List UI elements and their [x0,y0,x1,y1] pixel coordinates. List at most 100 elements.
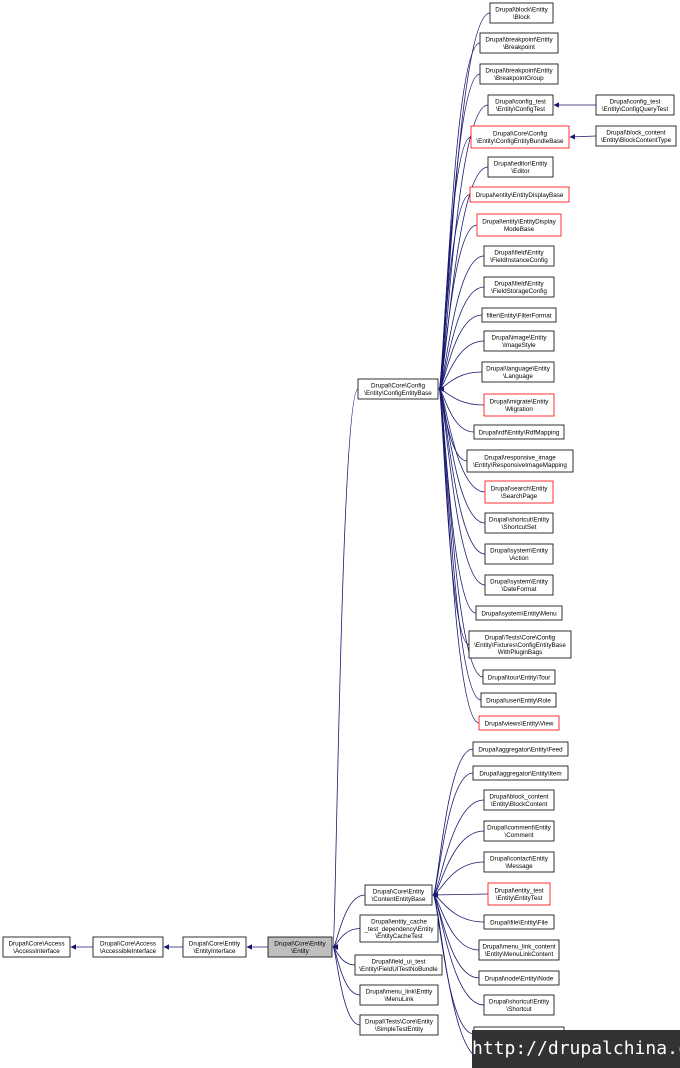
node-label: \Action [509,555,529,562]
class-node-n_item[interactable]: Drupal\aggregator\Entity\Item [472,765,569,781]
class-node-n_message[interactable]: Drupal\contact\Entity\Message [483,851,555,873]
node-box [2,936,71,958]
node-label: Drupal\responsive_image [484,455,556,462]
edge-n_blockcontent-to-contentbase [432,799,485,898]
node-box [359,984,439,1006]
node-box [478,970,560,986]
node-label: WithPluginBags [498,649,542,656]
node-label: Drupal\field\Entity [494,281,544,288]
class-node-n_file[interactable]: Drupal\file\Entity\File [483,914,555,930]
node-box [469,186,570,203]
class-node-c_tour[interactable]: Drupal\tour\Entity\Tour [482,669,556,685]
class-node-c_view[interactable]: Drupal\views\Entity\View [478,715,560,731]
edge-c_editor-to-configbase [438,166,489,392]
class-node-c_editor[interactable]: Drupal\editor\Entity\Editor [487,156,554,178]
node-label: \Entity\FieldUITestNoBundle [359,966,438,973]
class-node-entityiface[interactable]: Drupal\Core\Entity\EntityInterface [182,936,247,958]
node-box [483,851,555,873]
class-node-c_pluginbags[interactable]: Drupal\Tests\Core\Config\Entity\Fixtures… [468,630,572,659]
edge-configbase-to-entity [332,388,359,949]
node-label: \Breakpoint [503,44,535,51]
class-node-c_querytest[interactable]: Drupal\config_test\Entity\ConfigQueryTes… [595,94,675,116]
node-label: \ShortcutSet [502,524,537,531]
class-node-c_migration[interactable]: Drupal\migrate\Entity\Migration [483,393,555,417]
node-label: Drupal\aggregator\Entity\Item [479,770,561,777]
edge-n_shortcut-to-contentbase [432,892,485,1006]
class-node-n_feed[interactable]: Drupal\aggregator\Entity\Feed [472,741,569,757]
class-node-c_action[interactable]: Drupal\system\Entity\Action [484,543,554,565]
node-label: Drupal\config_test [610,99,661,106]
class-node-menulink[interactable]: Drupal\menu_link\Entity\MenuLink [359,984,439,1006]
node-label: \BreakpointGroup [494,75,544,82]
node-label: Drupal\rdf\Entity\RdfMapping [479,429,560,436]
class-node-n_menulinkcontent[interactable]: Drupal\menu_link_content\Entity\MenuLink… [478,939,560,961]
node-label: Drupal\Tests\Core\Entity [365,1019,434,1026]
node-box [478,939,560,961]
node-label: Drupal\shortcut\Entity [489,517,550,524]
node-label: Drupal\entity\EntityDisplay [482,219,556,226]
class-node-c_bpgroup[interactable]: Drupal\breakpoint\Entity\BreakpointGroup [479,63,559,85]
node-label: Drupal\shortcut\Entity [489,999,550,1006]
edge-n_message-to-contentbase [432,861,485,898]
node-label: Drupal\field_ui_test [372,959,426,966]
class-node-configbase[interactable]: Drupal\Core\Config\Entity\ConfigEntityBa… [357,378,439,400]
node-box [479,63,559,85]
node-label: \Entity\MenuLinkContent [485,951,554,958]
node-box [472,741,569,757]
class-node-n_comment[interactable]: Drupal\comment\Entity\Comment [483,820,555,842]
class-node-c_filterformat[interactable]: filter\Entity\FilterFormat [481,307,557,323]
node-box [481,307,557,323]
class-node-c_displaybase[interactable]: Drupal\entity\EntityDisplayBase [469,186,570,203]
node-box [483,820,555,842]
edge-c_view-to-configbase [438,386,480,724]
class-node-simpletest[interactable]: Drupal\Tests\Core\Entity\SimpleTestEntit… [359,1014,439,1036]
class-node-n_blockcontent[interactable]: Drupal\block_content\Entity\BlockContent [483,789,555,811]
node-label: Drupal\views\Entity\View [485,720,554,727]
class-node-c_respimage[interactable]: Drupal\responsive_image\Entity\Responsiv… [466,449,574,473]
class-node-c_language[interactable]: Drupal\language\Entity\Language [481,361,555,383]
class-node-c_fieldinstance[interactable]: Drupal\field\Entity\FieldInstanceConfig [483,245,555,267]
class-node-testnobundle[interactable]: Drupal\field_ui_test\Entity\FieldUITestN… [354,954,443,976]
node-box [483,914,555,930]
node-box [487,882,551,906]
node-box [472,765,569,781]
class-node-c_bundlebase[interactable]: Drupal\Core\Config\Entity\ConfigEntityBu… [470,125,570,149]
class-node-n_node[interactable]: Drupal\node\Entity\Node [478,970,560,986]
class-node-c_searchpage[interactable]: Drupal\search\Entity\SearchPage [484,480,554,504]
class-node-c_dateformat[interactable]: Drupal\system\Entity\DateFormat [484,574,554,596]
node-label: Drupal\field\Entity [494,250,544,257]
class-node-c_configtest[interactable]: Drupal\config_test\Entity\ConfigTest [487,94,554,116]
class-node-cachetest[interactable]: Drupal\entity_cache_test_dependency\Enti… [359,914,439,943]
class-node-c_imagestyle[interactable]: Drupal\image\Entity\ImageStyle [483,330,555,352]
node-label: \Comment [504,832,533,839]
node-label: \AccessibleInterface [100,948,157,955]
node-box [354,954,443,976]
class-node-c_fieldstorage[interactable]: Drupal\field\Entity\FieldStorageConfig [483,276,555,298]
class-node-accessible[interactable]: Drupal\Core\Access\AccessibleInterface [92,936,164,958]
node-box [484,574,554,596]
class-node-c_breakpoint[interactable]: Drupal\breakpoint\Entity\Breakpoint [479,32,559,54]
class-node-c_block[interactable]: Drupal\block\Entity\Block [489,2,554,24]
class-node-n_entitytest[interactable]: Drupal\entity_test\Entity\EntityTest [487,882,551,906]
class-node-access[interactable]: Drupal\Core\Access\AccessInterface [2,936,71,958]
node-label: Drupal\Core\Access [100,941,156,948]
node-label: Drupal\menu_link_content [482,944,555,951]
class-node-c_role[interactable]: Drupal\user\Entity\Role [480,692,557,708]
edge-c_displaybase-to-configbase [438,194,471,392]
node-label: \Entity\BlockContent [491,801,548,808]
edge-c_blockcontenttype-to-c_bundlebase [569,134,597,140]
class-node-contentbase[interactable]: Drupal\Core\Entity\ContentEntityBase [364,884,433,906]
class-node-c_rdfmapping[interactable]: Drupal\rdf\Entity\RdfMapping [473,424,565,440]
node-box [483,276,555,298]
class-node-c_menu[interactable]: Drupal\system\Entity\Menu [475,605,563,621]
node-box [479,32,559,54]
class-node-n_shortcut[interactable]: Drupal\shortcut\Entity\Shortcut [483,994,555,1016]
class-node-c_blockcontenttype[interactable]: Drupal\block_content\Entity\BlockContent… [595,125,677,147]
node-box [484,512,554,534]
node-label: Drupal\Core\Config [493,131,547,138]
node-box [484,543,554,565]
class-node-c_shortcutset[interactable]: Drupal\shortcut\Entity\ShortcutSet [484,512,554,534]
node-box [478,715,560,731]
